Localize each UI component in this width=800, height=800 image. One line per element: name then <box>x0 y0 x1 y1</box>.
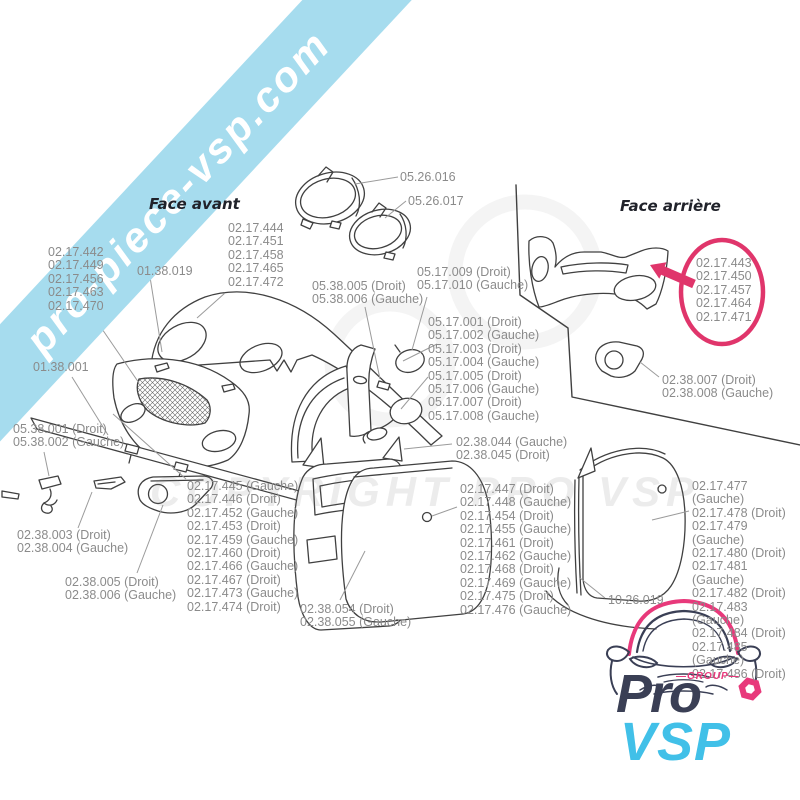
label-front-bracket: 05.38.001 (Droit) 05.38.002 (Gauche) <box>13 422 125 450</box>
door-outer-panel-drawing <box>340 460 493 623</box>
rear-bumper-drawing <box>528 236 669 310</box>
logo-group-label: —GROUP— <box>676 671 740 682</box>
label-front-fog-trim: 02.38.005 (Droit) 02.38.006 (Gauche) <box>65 575 177 603</box>
label-01-38-019: 01.38.019 <box>137 264 193 278</box>
hood-drawing <box>150 291 443 446</box>
label-rear-door-column: 02.17.477 (Gauche) 02.17.478 (Droit) 02.… <box>692 479 786 681</box>
label-front-door-column: 02.17.445 (Gauche) 02.17.446 (Droit) 02.… <box>187 479 299 614</box>
provsp-logo: —GROUP— Pro VSP <box>598 585 783 785</box>
section-title-front: Face avant <box>149 195 240 213</box>
label-highlighted-parts: 02.17.443 02.17.450 02.17.457 02.17.464 … <box>696 256 752 324</box>
mirror-assembly-drawing <box>362 397 423 444</box>
label-hood-column: 02.17.444 02.17.451 02.17.458 02.17.465 … <box>228 221 284 289</box>
logo-vsp-text: VSP <box>620 712 732 772</box>
label-door-inner: 02.38.054 (Droit) 02.38.055 (Gauche) <box>300 602 412 630</box>
label-corner-triangle: 02.38.044 (Gauche) 02.38.045 (Droit) <box>456 435 568 463</box>
corner-triangle-right-drawing <box>382 436 403 462</box>
label-pillar-trim: 05.38.005 (Droit) 05.38.006 (Gauche) <box>312 279 424 307</box>
front-fog-trim-drawing <box>137 475 214 514</box>
logo-pro-text: Pro <box>616 664 702 724</box>
label-mirror-column: 05.17.001 (Droit) 05.17.002 (Gauche) 05.… <box>428 315 540 423</box>
leader-lines <box>43 176 690 601</box>
background-watermark: COPYRIGHT PRO VSP <box>150 468 701 515</box>
front-bracket-drawing <box>38 475 62 514</box>
front-bumper-drawing <box>112 358 250 468</box>
logo-car-sketch <box>606 598 761 695</box>
label-front-trim: 02.38.003 (Droit) 02.38.004 (Gauche) <box>17 528 129 556</box>
highlight-arrow <box>650 262 696 289</box>
label-mirror-glass: 05.17.009 (Droit) 05.17.010 (Gauche) <box>417 265 529 293</box>
logo-hex-nut-icon <box>738 677 762 701</box>
label-01-38-001: 01.38.001 <box>33 360 89 374</box>
headlight-bottom-drawing <box>348 202 412 261</box>
front-trim-drawing <box>1 476 126 500</box>
mirror-glass-drawing <box>394 344 425 374</box>
fender-arch-drawing <box>290 365 356 463</box>
section-title-rear: Face arrière <box>620 197 721 215</box>
label-05-26-017: 05.26.017 <box>408 194 464 208</box>
pillar-panel-drawing <box>346 344 391 437</box>
rear-fog-trim-drawing <box>595 341 644 378</box>
label-center-door-column: 02.17.447 (Droit) 02.17.448 (Gauche) 02.… <box>460 482 572 617</box>
label-front-left-column: 02.17.442 02.17.449 02.17.456 02.17.463 … <box>48 245 104 313</box>
label-05-26-016: 05.26.016 <box>400 170 456 184</box>
highlight-circle <box>650 237 766 347</box>
headlight-top-drawing <box>295 166 365 230</box>
label-rear-fog-trim: 02.38.007 (Droit) 02.38.008 (Gauche) <box>662 373 774 401</box>
label-10-26-019: 10.26.019 <box>608 593 664 607</box>
section-divider-line <box>515 184 800 446</box>
rear-door-drawing <box>545 447 686 630</box>
